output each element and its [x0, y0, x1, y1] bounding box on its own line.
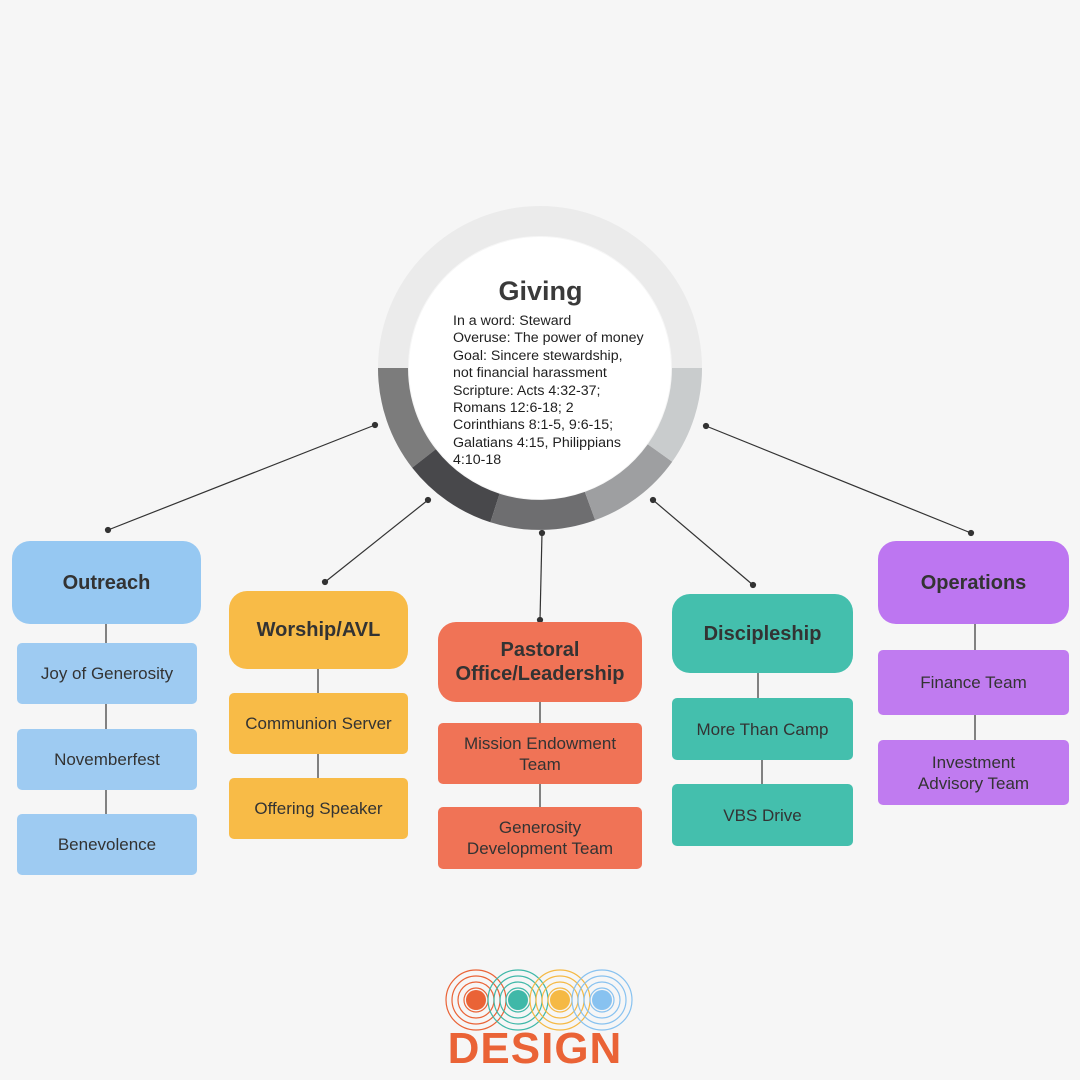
logo-wordmark: DESIGN	[447, 1024, 623, 1073]
branch-discipleship-item: VBS Drive	[672, 784, 853, 846]
branch-outreach-item: Benevolence	[17, 814, 197, 875]
center-line: In a word: Steward	[453, 313, 572, 329]
center-disc	[409, 237, 671, 499]
branch-pastoral-item: Mission Endowment Team	[438, 723, 642, 784]
branch-worship-header: Worship/AVL	[229, 591, 408, 669]
branch-operations-item: Finance Team	[878, 650, 1069, 715]
branch-pastoral-item: Generosity Development Team	[438, 807, 642, 869]
branch-outreach-item: Novemberfest	[17, 729, 197, 790]
center-line: Romans 12:6-18; 2	[453, 400, 574, 417]
branch-worship-item: Communion Server	[229, 693, 408, 754]
center-title: Giving	[498, 276, 583, 306]
design-logo-icon	[445, 969, 633, 1031]
ring-segment-discipleship	[584, 443, 673, 521]
branch-operations-header: Operations	[878, 541, 1069, 624]
center-line: not financial harassment	[453, 365, 607, 382]
branch-outreach-item: Joy of Generosity	[17, 643, 197, 704]
branch-discipleship-item: More Than Camp	[672, 698, 853, 760]
ring-segment-outreach	[377, 367, 437, 468]
center-line: Overuse: The power of money	[453, 330, 644, 347]
branch-pastoral-header: Pastoral Office/Leadership	[438, 622, 642, 702]
branch-operations-item: Investment Advisory Team	[878, 740, 1069, 805]
center-line: Scripture: Acts 4:32-37;	[453, 382, 601, 399]
center-text: Giving In a word: Steward Overuse: The p…	[453, 276, 668, 470]
center-line: Galatians 4:15, Philippians	[453, 434, 621, 451]
center-line: Corinthians 8:1-5, 9:6-15;	[453, 417, 614, 434]
center-line: 4:10-18	[453, 452, 502, 469]
branch-discipleship-header: Discipleship	[672, 594, 853, 673]
branch-outreach-header: Outreach	[12, 541, 201, 624]
ring-segment-pastoral	[490, 491, 596, 530]
branch-worship-item: Offering Speaker	[229, 778, 408, 839]
center-line: Goal: Sincere stewardship,	[453, 347, 623, 364]
ring-segment-worship	[412, 448, 500, 523]
ring-segment-operations	[647, 367, 703, 462]
